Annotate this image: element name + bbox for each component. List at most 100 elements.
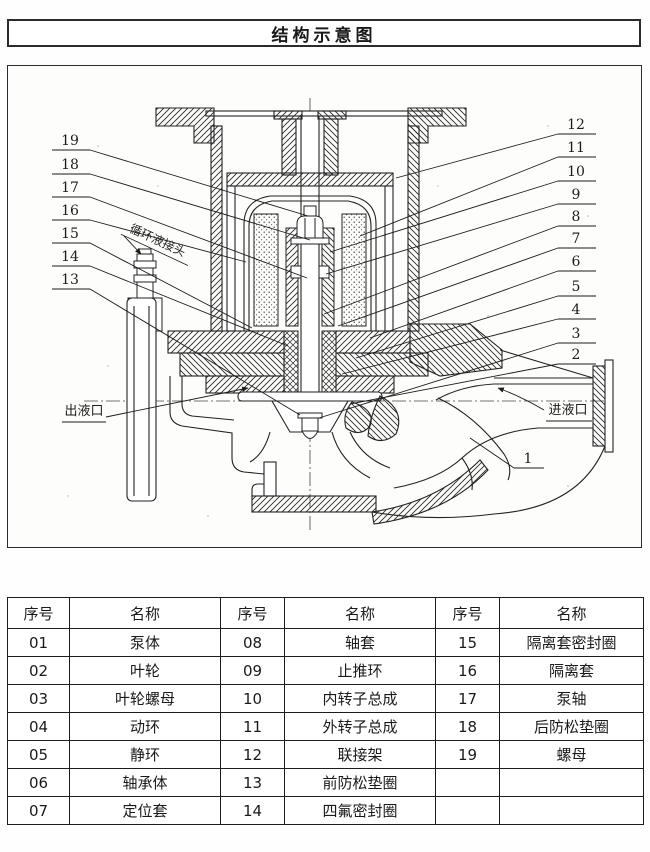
inlet-flange	[592, 359, 614, 453]
table-cell	[435, 796, 500, 825]
table-cell: 12	[220, 740, 285, 769]
callout-7: 7	[572, 231, 581, 247]
callout-1-group: 1	[469, 437, 544, 469]
table-cell: 隔离套	[499, 656, 644, 685]
base-foot	[251, 483, 377, 513]
right-callouts: 12 11 10 9 8 7 6 5 4 3 2	[318, 117, 596, 419]
callout-5: 5	[572, 279, 581, 295]
callout-12: 12	[567, 117, 585, 133]
bearing-bracket-plates	[167, 323, 503, 394]
header-seq-3: 序号	[435, 597, 500, 629]
inlet-label: 进液口	[548, 402, 587, 417]
callout-11: 11	[567, 140, 585, 156]
impeller-nut	[297, 412, 323, 439]
outer-rotor-magnet-left	[253, 213, 279, 327]
table-cell: 04	[7, 712, 70, 741]
volute-casing	[169, 349, 606, 525]
callout-18: 18	[61, 157, 79, 173]
pump-shaft	[300, 113, 320, 421]
callout-15: 15	[61, 226, 79, 242]
header-seq-1: 序号	[7, 597, 70, 629]
table-cell	[499, 768, 644, 797]
table-row: 02 叶轮 09 止推环 16 隔离套	[7, 656, 644, 685]
header-name-2: 名称	[284, 597, 436, 629]
table-cell: 15	[435, 628, 500, 657]
table-cell: 11	[220, 712, 285, 741]
callout-17: 17	[61, 180, 79, 196]
outlet-label-group: 出液口	[62, 386, 249, 423]
table-cell: 07	[7, 796, 70, 825]
page-title: 结构示意图	[271, 25, 377, 45]
structure-diagram: 19 18 17 16 15 14 13	[7, 65, 642, 548]
table-row: 05 静环 12 联接架 19 螺母	[7, 740, 644, 769]
pump-cross-section: 19 18 17 16 15 14 13	[52, 98, 614, 531]
table-cell: 联接架	[284, 740, 436, 769]
callout-14: 14	[61, 249, 79, 265]
table-cell: 轴套	[284, 628, 436, 657]
containment-shell	[243, 195, 377, 331]
callout-10: 10	[567, 164, 585, 180]
callout-3: 3	[572, 326, 581, 342]
table-cell: 06	[7, 768, 70, 797]
table-cell: 14	[220, 796, 285, 825]
table-cell: 19	[435, 740, 500, 769]
table-cell: 05	[7, 740, 70, 769]
table-cell: 前防松垫圈	[284, 768, 436, 797]
table-cell: 08	[220, 628, 285, 657]
table-cell: 09	[220, 656, 285, 685]
callout-13: 13	[61, 272, 79, 288]
table-cell: 03	[7, 684, 70, 713]
outlet-flange-column	[126, 297, 157, 502]
table-cell: 动环	[69, 712, 221, 741]
table-cell	[499, 796, 644, 825]
inlet-label-group: 进液口	[497, 387, 592, 422]
callout-2: 2	[572, 347, 581, 363]
table-row: 07 定位套 14 四氟密封圈	[7, 796, 644, 825]
table-cell: 轴承体	[69, 768, 221, 797]
table-cell: 18	[435, 712, 500, 741]
callout-9: 9	[572, 187, 581, 203]
left-callouts: 19 18 17 16 15 14 13	[52, 133, 311, 416]
connecting-frame	[226, 172, 394, 332]
table-cell: 外转子总成	[284, 712, 436, 741]
scan-noise	[67, 125, 589, 517]
callout-16: 16	[61, 203, 79, 219]
inlet-pipe	[393, 377, 593, 489]
table-cell: 泵体	[69, 628, 221, 657]
table-cell: 四氟密封圈	[284, 796, 436, 825]
table-cell: 后防松垫圈	[499, 712, 644, 741]
shaft-nut	[290, 205, 330, 245]
table-cell	[435, 768, 500, 797]
callout-1: 1	[524, 451, 533, 467]
table-cell: 内转子总成	[284, 684, 436, 713]
table-cell: 止推环	[284, 656, 436, 685]
outlet-label: 出液口	[64, 403, 103, 418]
top-flange	[155, 107, 467, 144]
table-cell: 泵轴	[499, 684, 644, 713]
callout-8: 8	[572, 209, 581, 225]
table-row: 03 叶轮螺母 10 内转子总成 17 泵轴	[7, 684, 644, 713]
outer-rotor-magnet-right	[341, 213, 367, 327]
header-seq-2: 序号	[220, 597, 285, 629]
table-row: 01 泵体 08 轴套 15 隔离套密封圈	[7, 628, 644, 657]
table-cell: 10	[220, 684, 285, 713]
table-cell: 螺母	[499, 740, 644, 769]
header-name-1: 名称	[69, 597, 221, 629]
header-name-3: 名称	[499, 597, 644, 629]
table-cell: 16	[435, 656, 500, 685]
circulation-label-group: 循环液接头	[120, 220, 188, 266]
table-row: 06 轴承体 13 前防松垫圈	[7, 768, 644, 797]
table-cell: 02	[7, 656, 70, 685]
table-cell: 叶轮	[69, 656, 221, 685]
table-header-row: 序号 名称 序号 名称 序号 名称	[7, 597, 644, 629]
table-row: 04 动环 11 外转子总成 18 后防松垫圈	[7, 712, 644, 741]
parts-table: 序号 名称 序号 名称 序号 名称 01 泵体 08 轴套 15 隔离套密封圈 …	[7, 597, 644, 825]
table-cell: 静环	[69, 740, 221, 769]
table-cell: 01	[7, 628, 70, 657]
table-cell: 定位套	[69, 796, 221, 825]
callout-4: 4	[572, 302, 581, 318]
motor-stool-legs	[210, 118, 420, 332]
callout-6: 6	[572, 254, 581, 270]
table-cell: 叶轮螺母	[69, 684, 221, 713]
